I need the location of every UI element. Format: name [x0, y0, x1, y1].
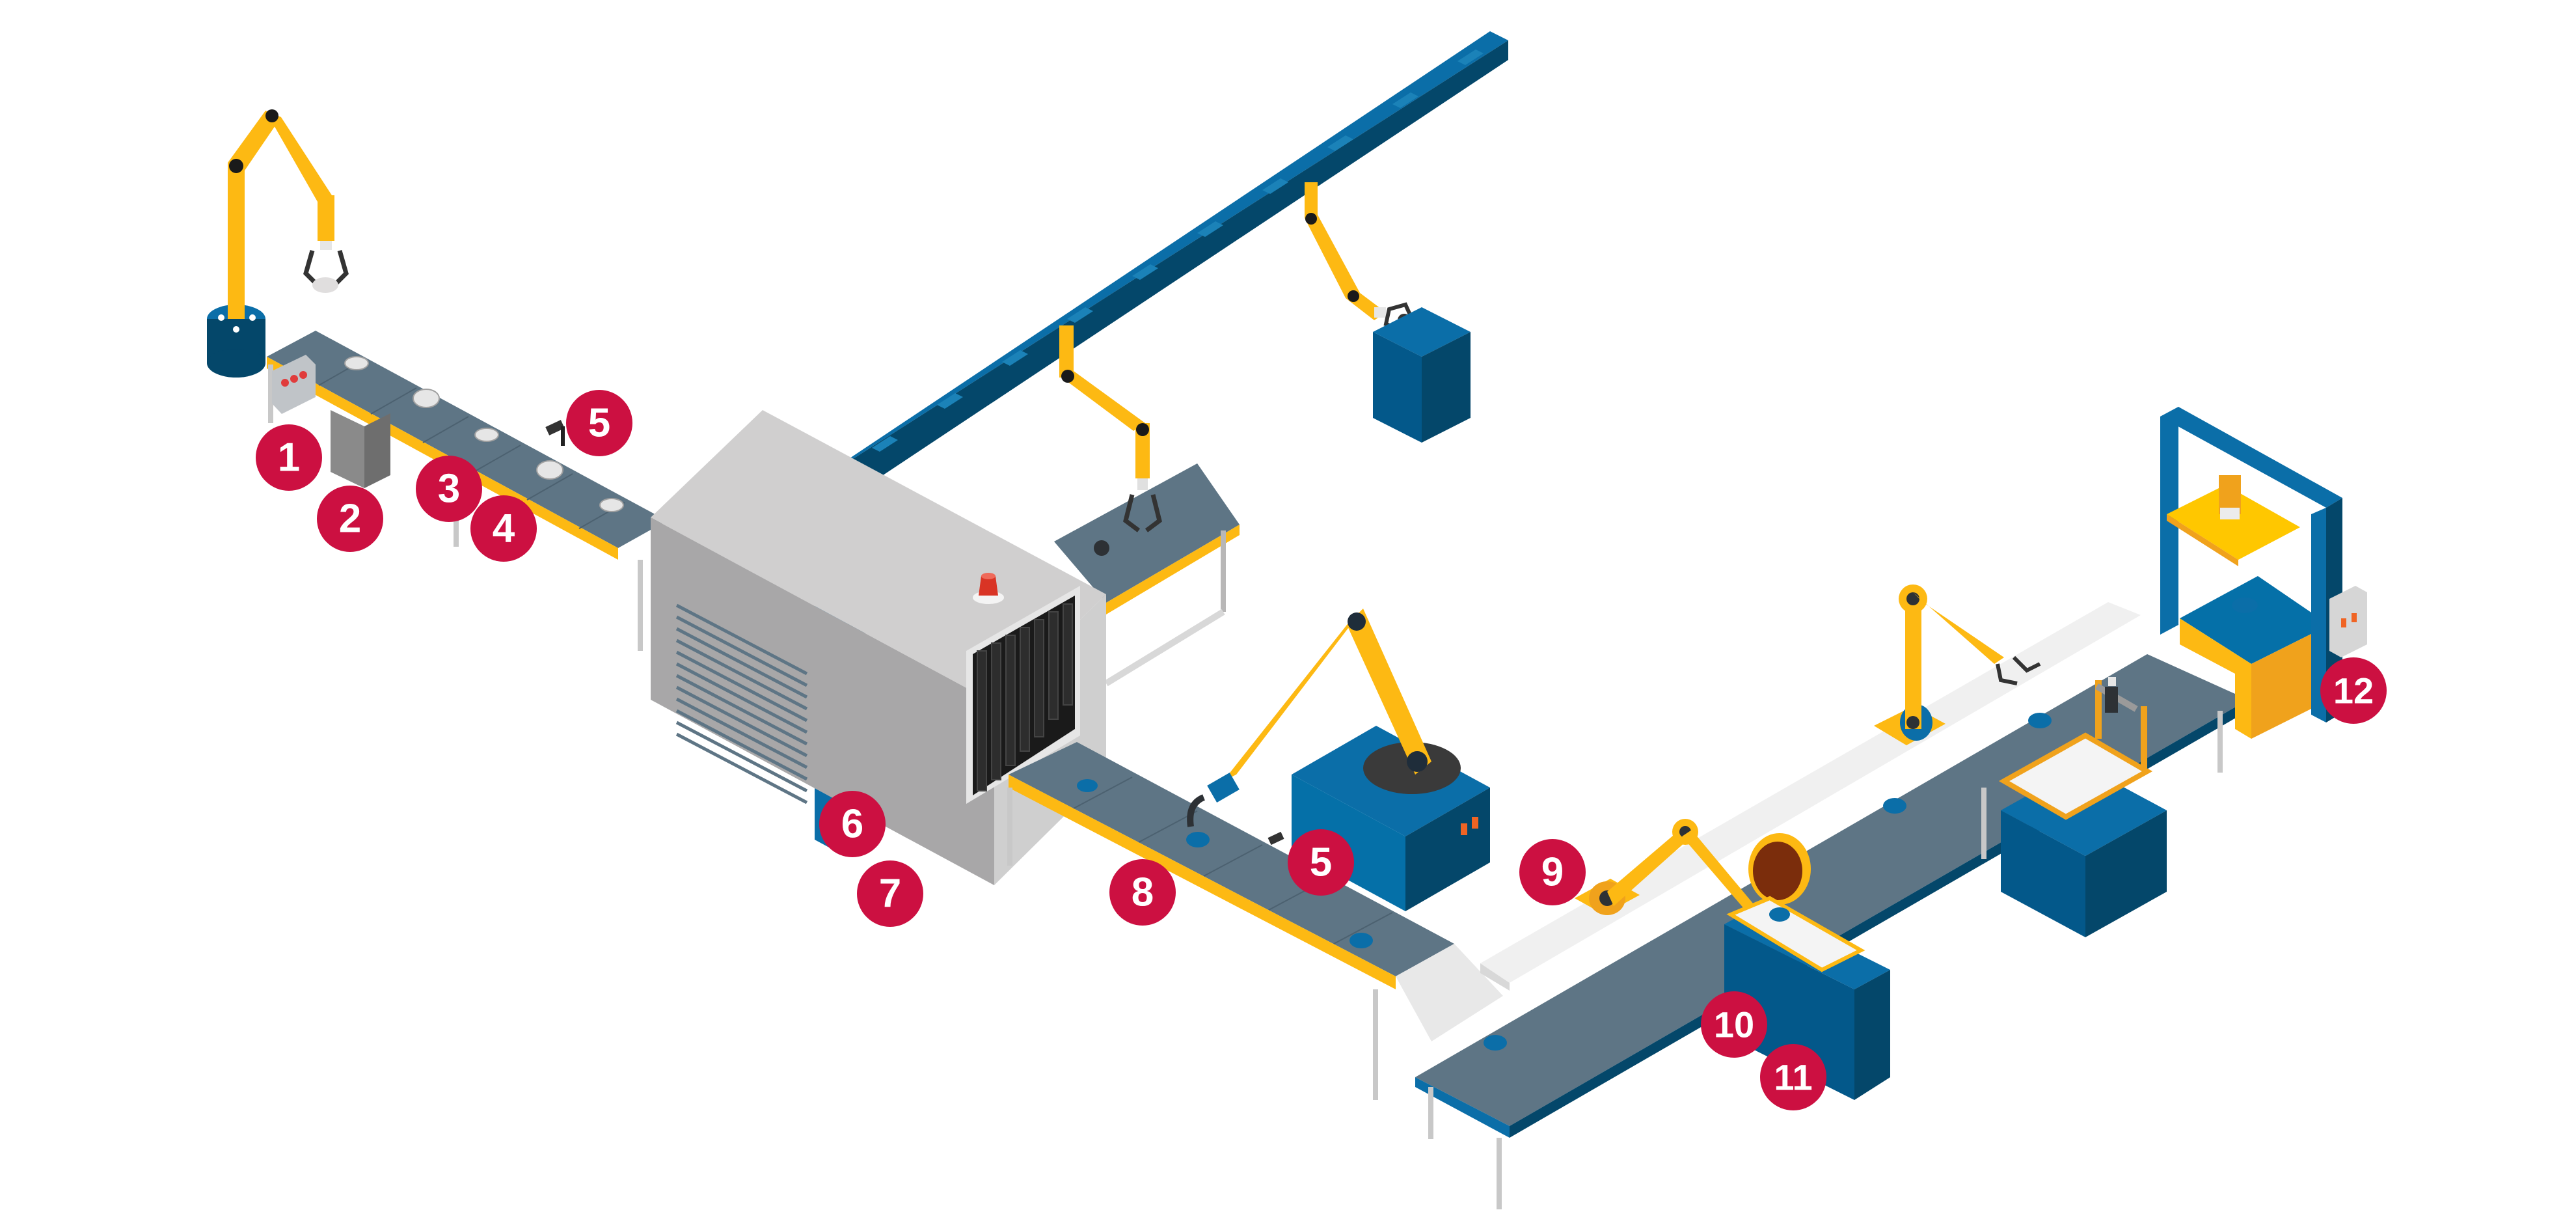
badge-4[interactable]: 4 [470, 495, 537, 562]
electrical-cabinet [331, 410, 390, 488]
badge-5-mid[interactable]: 5 [1288, 829, 1354, 896]
cnc-machine [1998, 677, 2167, 937]
warning-beacon [973, 573, 1004, 604]
rail-robot-1 [1575, 819, 1811, 915]
output-conveyor [1007, 742, 1503, 1100]
grinding-station [1724, 896, 1890, 1100]
badge-3[interactable]: 3 [416, 456, 482, 522]
svg-text:2: 2 [339, 497, 361, 542]
svg-text:10: 10 [1714, 1004, 1754, 1045]
rear-conveyor [1054, 463, 1240, 687]
svg-text:11: 11 [1774, 1057, 1812, 1098]
badge-12[interactable]: 12 [2320, 657, 2387, 724]
badge-10[interactable]: 10 [1701, 991, 1767, 1058]
svg-text:1: 1 [278, 435, 300, 480]
blue-pedestal [1373, 307, 1471, 443]
numbered-badges: 1 2 3 4 5 6 7 8 [256, 390, 2387, 1110]
badge-5-top[interactable]: 5 [566, 390, 632, 456]
svg-text:3: 3 [438, 467, 460, 512]
hanging-arm-2 [1305, 182, 1415, 331]
badge-8[interactable]: 8 [1109, 859, 1176, 926]
badge-9[interactable]: 9 [1519, 839, 1586, 905]
svg-text:5: 5 [588, 401, 610, 446]
hydraulic-press [2160, 407, 2367, 739]
badge-7[interactable]: 7 [857, 860, 923, 927]
badge-1[interactable]: 1 [256, 424, 322, 491]
svg-text:4: 4 [493, 506, 515, 551]
svg-text:12: 12 [2333, 670, 2374, 711]
svg-text:5: 5 [1310, 840, 1332, 885]
svg-text:7: 7 [879, 872, 901, 916]
control-panel-left [272, 355, 316, 414]
svg-text:9: 9 [1541, 850, 1564, 895]
processing-tunnel [651, 410, 1106, 885]
svg-text:6: 6 [841, 802, 863, 847]
gantry-pick-arm-left [207, 109, 349, 378]
badge-11[interactable]: 11 [1760, 1044, 1826, 1110]
articulated-robot [1187, 609, 1490, 911]
rail-robot-2 [1874, 584, 2041, 745]
badge-2[interactable]: 2 [317, 486, 383, 552]
white-rail [1480, 602, 2141, 991]
inspection-camera-mid [1268, 831, 1284, 846]
badge-6[interactable]: 6 [819, 791, 886, 857]
svg-text:8: 8 [1132, 870, 1154, 915]
inspection-camera-top [545, 420, 565, 446]
hanging-arm-1 [1059, 325, 1162, 532]
